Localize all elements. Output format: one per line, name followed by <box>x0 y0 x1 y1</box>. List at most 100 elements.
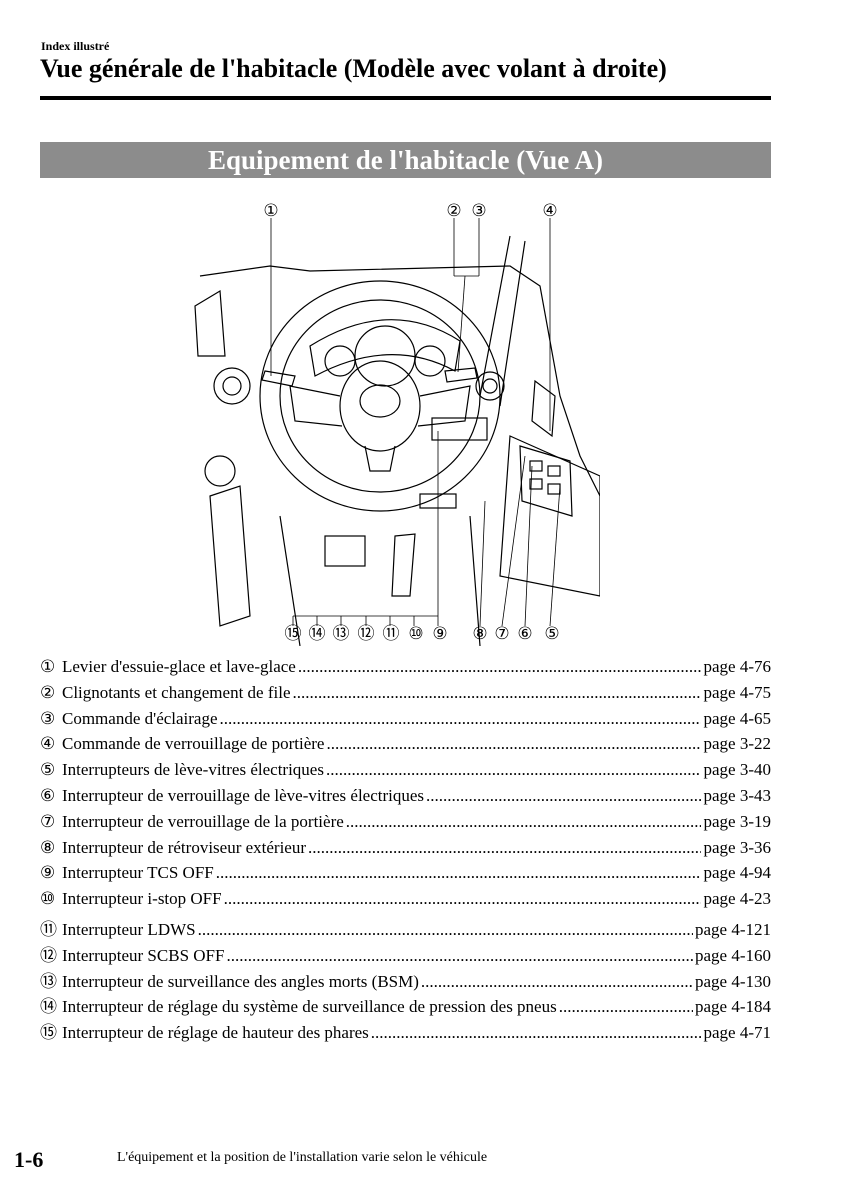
wiper-lever <box>261 370 296 387</box>
leader-dots <box>326 760 702 780</box>
legend-list: ① Levier d'essuie-glace et lave-glace pa… <box>40 657 771 1044</box>
legend-item: ② Clignotants et changement de file page… <box>40 683 771 709</box>
door-handle <box>531 379 556 438</box>
page-title: Vue générale de l'habitacle (Modèle avec… <box>40 54 667 83</box>
dashboard-outline <box>199 265 600 497</box>
legend-label: Interrupteur de réglage de hauteur des p… <box>62 1023 369 1043</box>
leader-dots <box>293 683 702 703</box>
steering-spoke-left <box>289 385 343 427</box>
legend-item: ⑫ Interrupteur SCBS OFF page 4-160 <box>40 941 771 967</box>
leader-dots <box>326 734 701 754</box>
page-reference: page 4-75 <box>703 682 771 702</box>
legend-number: ② <box>40 682 56 702</box>
legend-number: ⑮ <box>40 1023 57 1043</box>
steering-wheel <box>259 280 501 512</box>
page-reference: page 4-65 <box>703 708 771 728</box>
leader-dots <box>371 1023 702 1043</box>
legend-label: Interrupteur LDWS <box>62 919 196 939</box>
legend-label: Interrupteur SCBS OFF <box>62 945 225 965</box>
legend-label: Interrupteurs de lève-vitres électriques <box>62 760 324 780</box>
legend-label: Interrupteur de verrouillage de la porti… <box>62 811 344 831</box>
page-reference: page 4-160 <box>694 945 771 965</box>
legend-number: ⑫ <box>40 945 57 965</box>
leader-dots <box>220 709 702 729</box>
callout-4: ④ <box>542 201 557 221</box>
leader-dots <box>198 920 693 940</box>
callout-10: ⑩ <box>408 624 423 644</box>
legend-label: Clignotants et changement de file <box>62 682 291 702</box>
console-left <box>209 485 251 627</box>
page-reference: page 4-130 <box>694 971 771 991</box>
steering-spoke-right <box>417 385 471 427</box>
leader-dots <box>346 812 702 832</box>
legend-label: Interrupteur i-stop OFF <box>62 889 222 909</box>
callout-7: ⑦ <box>494 624 509 644</box>
callout-2: ② <box>446 201 461 221</box>
legend-item: ⑮ Interrupteur de réglage de hauteur des… <box>40 1018 771 1044</box>
callout-11: ⑪ <box>383 624 400 644</box>
legend-label: Interrupteur de surveillance des angles … <box>62 971 419 991</box>
callout-9: ⑨ <box>432 624 447 644</box>
legend-number: ⑬ <box>40 971 57 991</box>
callout-14: ⑭ <box>309 624 326 644</box>
legend-number: ③ <box>40 708 56 728</box>
page-reference: page 3-36 <box>703 837 771 857</box>
legend-item: ⑤ Interrupteurs de lève-vitres électriqu… <box>40 760 771 786</box>
legend-label: Commande d'éclairage <box>62 708 218 728</box>
leader-dots <box>216 863 702 883</box>
page-reference: page 4-76 <box>703 657 771 676</box>
legend-item: ④ Commande de verrouillage de portière p… <box>40 734 771 760</box>
callout-13: ⑬ <box>333 624 350 644</box>
leader-dots <box>559 997 693 1017</box>
breadcrumb: Index illustré <box>41 39 110 53</box>
leader-dots <box>421 972 693 992</box>
door-panel <box>499 435 600 597</box>
leader-dots <box>308 838 701 858</box>
legend-item: ⑬ Interrupteur de surveillance des angle… <box>40 967 771 993</box>
legend-label: Commande de verrouillage de portière <box>62 734 325 754</box>
page-reference: page 4-23 <box>703 889 771 909</box>
legend-number: ① <box>40 657 56 676</box>
legend-item: ③ Commande d'éclairage page 4-65 <box>40 709 771 735</box>
page-reference: page 4-121 <box>694 919 771 939</box>
a-pillar <box>479 235 526 407</box>
page-number: 1-6 <box>14 1147 44 1172</box>
legend-number: ⑦ <box>40 811 56 831</box>
legend-item: ⑩ Interrupteur i-stop OFF page 4-23 <box>40 889 771 915</box>
legend-item: ⑧ Interrupteur de rétroviseur extérieur … <box>40 838 771 864</box>
legend-item: ⑭ Interrupteur de réglage du système de … <box>40 992 771 1018</box>
legend-label: Levier d'essuie-glace et lave-glace <box>62 657 296 676</box>
legend-label: Interrupteur de verrouillage de lève-vit… <box>62 785 425 805</box>
section-banner: Equipement de l'habitacle (Vue A) <box>40 142 771 178</box>
legend-label: Interrupteur TCS OFF <box>62 863 214 883</box>
legend-item: ⑦ Interrupteur de verrouillage de la por… <box>40 812 771 838</box>
callout-12: ⑫ <box>358 624 375 644</box>
legend-item: ⑪ Interrupteur LDWS page 4-121 <box>40 915 771 941</box>
page-reference: page 4-184 <box>694 997 771 1017</box>
interior-illustration: ① ② ③ ④ ⑤ ⑥ ⑦ ⑧ ⑨ ⑩ ⑪ ⑫ ⑬ ⑭ ⑮ <box>194 201 600 646</box>
leader-dots <box>298 657 702 677</box>
legend-number: ⑧ <box>40 837 56 857</box>
window-switch-panel <box>519 445 573 517</box>
page-reference: page 3-22 <box>703 734 771 754</box>
legend-number: ⑪ <box>40 919 57 939</box>
page-reference: page 4-71 <box>703 1023 771 1043</box>
leader-dots <box>226 946 693 966</box>
legend-item: ① Levier d'essuie-glace et lave-glace pa… <box>40 657 771 683</box>
callout-6: ⑥ <box>517 624 532 644</box>
left-vent <box>194 289 226 357</box>
callout-15: ⑮ <box>285 624 302 644</box>
title-divider <box>40 96 771 100</box>
legend-number: ⑥ <box>40 785 56 805</box>
legend-item: ⑨ Interrupteur TCS OFF page 4-94 <box>40 863 771 889</box>
legend-label: Interrupteur de rétroviseur extérieur <box>62 837 307 857</box>
floor <box>279 515 481 646</box>
page-reference: page 4-94 <box>703 863 771 883</box>
legend-item: ⑥ Interrupteur de verrouillage de lève-v… <box>40 786 771 812</box>
instrument-cluster <box>309 319 461 377</box>
switch-panel <box>431 417 488 441</box>
footer-note: L'équipement et la position de l'install… <box>117 1150 488 1165</box>
brake-pedal <box>324 535 366 567</box>
page-reference: page 3-43 <box>703 785 771 805</box>
steering-hub <box>339 360 421 452</box>
